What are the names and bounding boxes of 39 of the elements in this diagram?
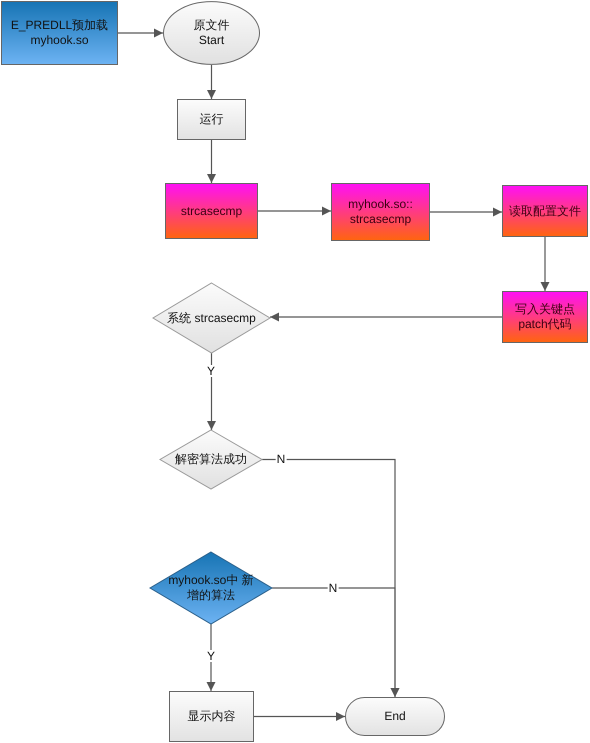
node-text: 系统 strcasecmp <box>166 310 257 326</box>
process-box <box>165 183 258 239</box>
node-text: 原文件 Start <box>192 18 230 48</box>
process-box <box>331 183 430 241</box>
node-text: 读取配置文件 <box>508 204 582 218</box>
start-ellipse <box>163 1 260 65</box>
process-box <box>177 99 246 140</box>
arrow <box>207 353 216 430</box>
process-box <box>502 291 588 343</box>
arrow <box>272 587 400 697</box>
node-text: 显示内容 <box>186 709 236 724</box>
node-text: 运行 <box>198 112 224 127</box>
edge-label: N <box>276 453 286 465</box>
edge-label: Y <box>206 650 216 662</box>
node-text: E_PREDLL预加载 myhook.so <box>10 18 110 48</box>
arrow <box>206 624 216 691</box>
end-terminator <box>345 697 445 736</box>
arrow <box>270 312 502 322</box>
process-box <box>502 185 588 237</box>
process-box <box>169 691 254 742</box>
node-text: myhook.so:: strcasecmp <box>347 197 414 227</box>
arrow <box>118 28 163 38</box>
node-text: End <box>383 709 407 724</box>
arrow <box>254 712 345 721</box>
arrow <box>430 208 502 216</box>
decision-diamond <box>160 430 262 489</box>
node-text: 解密算法成功 <box>174 452 248 467</box>
node-text: 写入关键点 patch代码 <box>514 302 576 332</box>
arrow <box>207 140 216 183</box>
arrow <box>540 237 550 291</box>
decision-diamond <box>150 552 272 624</box>
node-text: strcasecmp <box>180 204 244 218</box>
process-box <box>1 1 118 65</box>
decision-diamond <box>153 283 270 353</box>
arrow <box>258 206 331 216</box>
arrow <box>207 65 216 99</box>
edge-label: N <box>328 582 338 594</box>
node-text: myhook.so中 新增的算法 <box>167 573 255 603</box>
edge-label: Y <box>206 365 216 377</box>
